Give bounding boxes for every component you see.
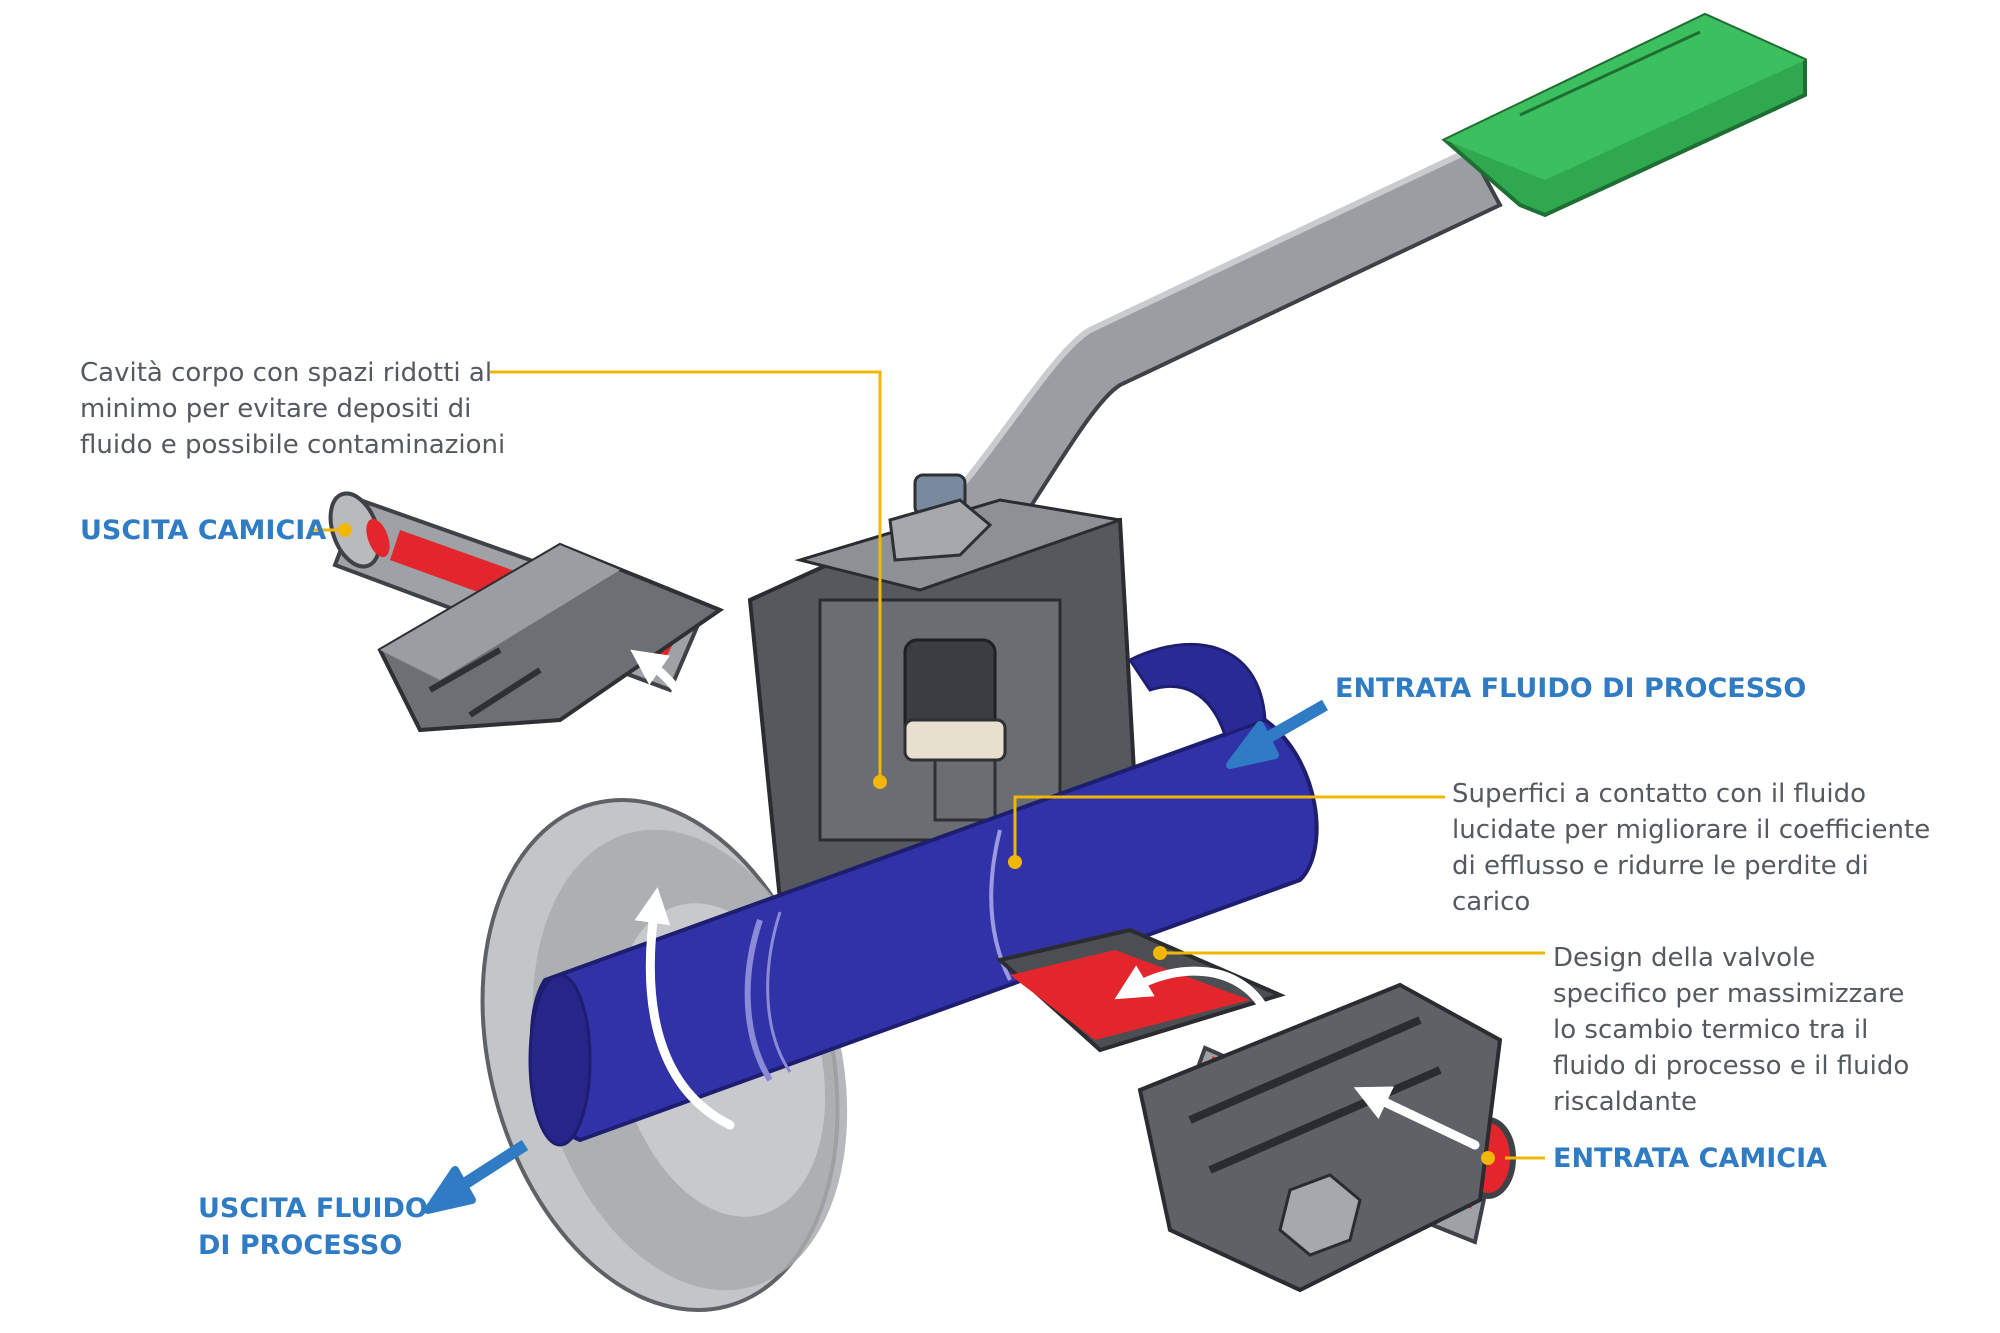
process-inlet-arrow xyxy=(1226,699,1328,769)
note-polished-surfaces: Superfici a contatto con il fluido lucid… xyxy=(1452,779,1931,917)
clamp-nut xyxy=(1278,1173,1362,1257)
leader-dots xyxy=(338,523,1495,1165)
tag-jacket-outlet: USCITA CAMICIA xyxy=(80,515,327,546)
note-valve-design: Design della valvole specifico per massi… xyxy=(1553,943,1910,1117)
tag-jacket-inlet: ENTRATA CAMICIA xyxy=(1553,1143,1828,1174)
process-outlet-arrow xyxy=(424,1139,529,1214)
tag-process-outlet: USCITA FLUIDO DI PROCESSO xyxy=(198,1193,428,1261)
right-clamp xyxy=(1137,982,1503,1293)
stem-nut xyxy=(888,473,1007,822)
tag-process-inlet: ENTRATA FLUIDO DI PROCESSO xyxy=(1335,673,1807,704)
note-body-cavity: Cavità corpo con spazi ridotti al minimo… xyxy=(80,358,506,460)
lever-handle xyxy=(876,12,1807,613)
process-bore xyxy=(528,642,1319,1147)
flow-arrows xyxy=(630,649,1480,1257)
leader-lines xyxy=(312,370,1545,1160)
